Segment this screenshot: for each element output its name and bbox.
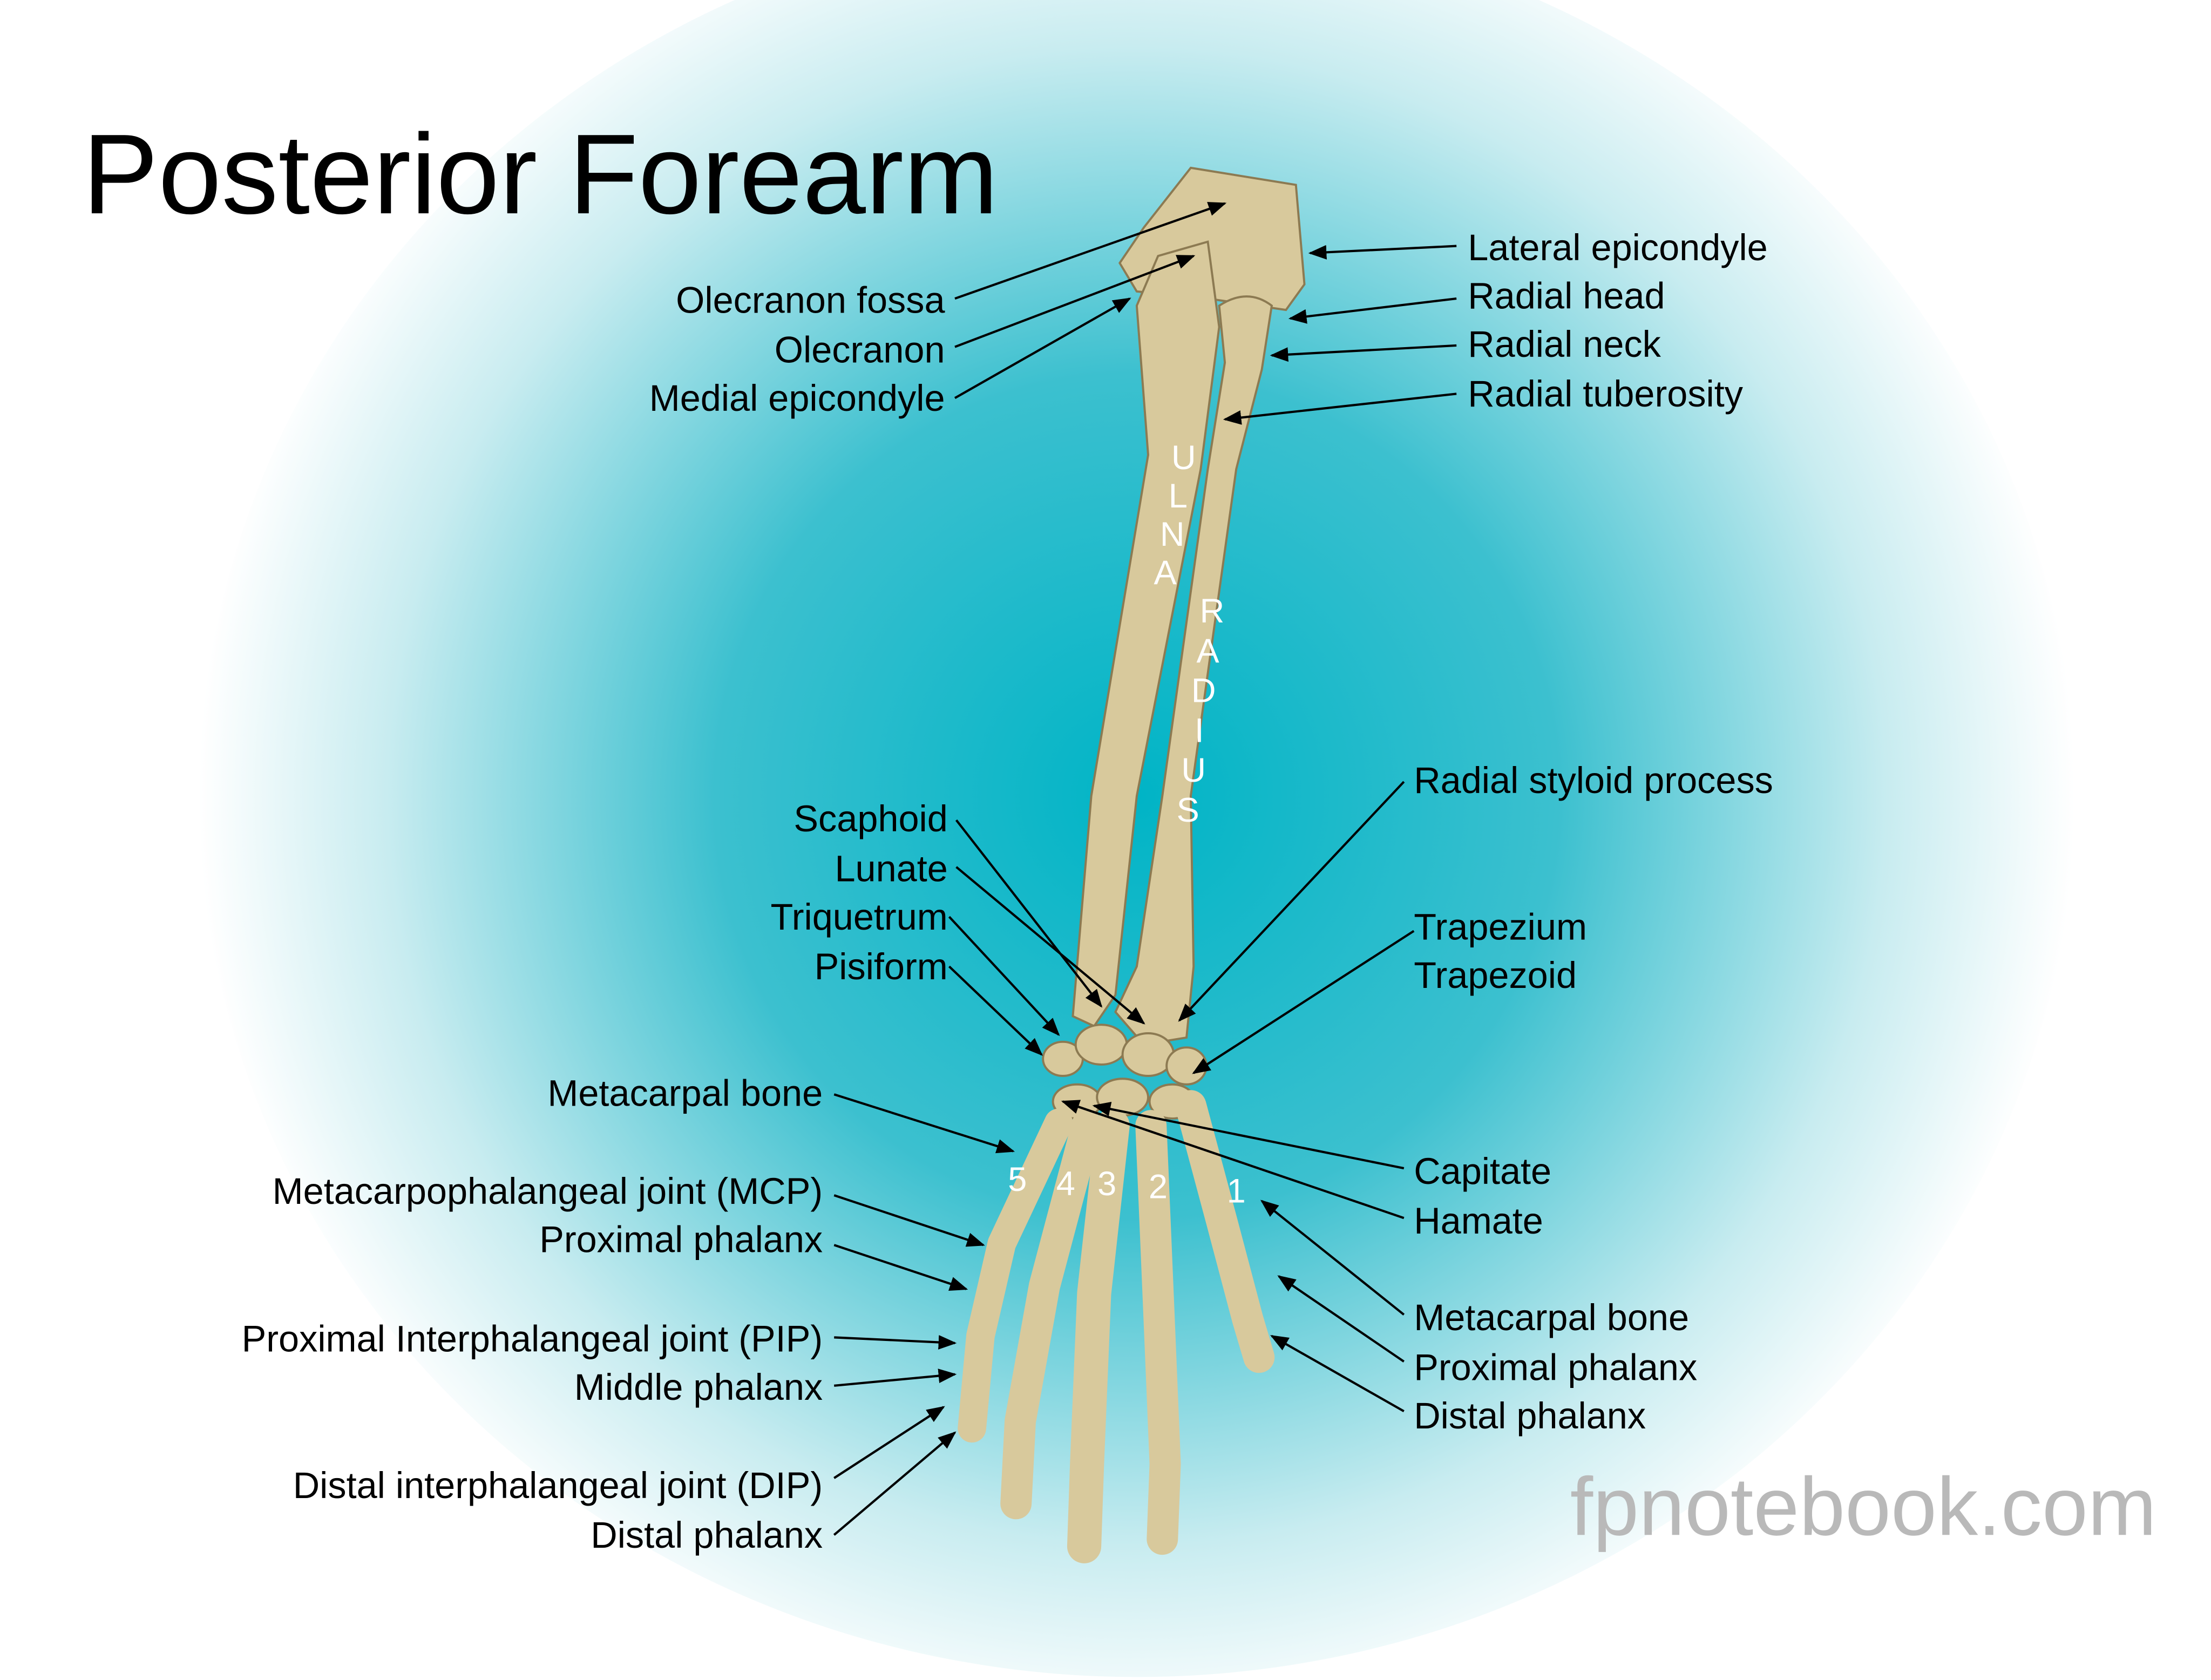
label-radial-tuberosity: Radial tuberosity <box>1468 373 1744 415</box>
label-trapezium: Trapezium <box>1414 906 1587 947</box>
ulna-text: U L N A <box>1154 439 1196 592</box>
svg-text:2: 2 <box>1149 1168 1168 1205</box>
svg-text:L: L <box>1169 477 1188 515</box>
forearm-bones: U L N A R A D I U S 5 4 3 2 1 <box>958 166 1306 1563</box>
label-lateral-epicondyle: Lateral epicondyle <box>1468 227 1768 268</box>
hand-bones <box>958 1090 1275 1563</box>
label-mcp: Metacarpophalangeal joint (MCP) <box>273 1170 823 1212</box>
label-metacarpal-bone: Metacarpal bone <box>547 1072 823 1114</box>
label-medial-epicondyle: Medial epicondyle <box>649 377 945 419</box>
label-distal-phalanx-thumb: Distal phalanx <box>1414 1395 1646 1437</box>
label-olecranon-fossa: Olecranon fossa <box>676 279 945 321</box>
label-trapezoid: Trapezoid <box>1414 954 1577 996</box>
label-middle-phalanx: Middle phalanx <box>574 1366 823 1408</box>
svg-text:I: I <box>1195 712 1204 749</box>
svg-text:R: R <box>1200 592 1225 630</box>
svg-text:4: 4 <box>1056 1165 1075 1203</box>
svg-text:5: 5 <box>1008 1161 1027 1198</box>
label-radial-neck: Radial neck <box>1468 323 1661 365</box>
labels-left: Olecranon fossa Olecranon Medial epicond… <box>242 279 948 1556</box>
label-proximal-phalanx: Proximal phalanx <box>539 1218 823 1260</box>
label-pisiform: Pisiform <box>815 946 948 987</box>
leader-arrows <box>833 202 1457 1536</box>
svg-text:A: A <box>1196 632 1219 670</box>
watermark: fpnotebook.com <box>1570 1461 2156 1553</box>
digit-numbers: 5 4 3 2 1 <box>1008 1161 1246 1210</box>
label-pip: Proximal Interphalangeal joint (PIP) <box>242 1318 823 1360</box>
radius <box>1114 295 1273 1046</box>
svg-text:1: 1 <box>1227 1172 1246 1210</box>
label-distal-phalanx: Distal phalanx <box>591 1514 823 1556</box>
label-metacarpal-bone-thumb: Metacarpal bone <box>1414 1297 1689 1338</box>
label-capitate: Capitate <box>1414 1150 1551 1192</box>
background-glow <box>199 0 2074 1677</box>
label-radial-styloid: Radial styloid process <box>1414 760 1773 801</box>
svg-text:D: D <box>1191 672 1216 710</box>
labels-right: Lateral epicondyle Radial head Radial ne… <box>1414 227 1773 1437</box>
label-dip: Distal interphalangeal joint (DIP) <box>293 1465 823 1506</box>
ulna <box>1071 240 1220 1028</box>
label-scaphoid: Scaphoid <box>793 798 947 839</box>
svg-text:N: N <box>1160 516 1185 553</box>
page-title: Posterior Forearm <box>83 110 999 238</box>
label-triquetrum: Triquetrum <box>770 896 947 938</box>
label-hamate: Hamate <box>1414 1200 1543 1242</box>
radius-text: R A D I U S <box>1177 592 1225 829</box>
label-lunate: Lunate <box>835 848 947 889</box>
svg-text:U: U <box>1171 439 1196 477</box>
label-olecranon: Olecranon <box>775 329 945 371</box>
svg-text:3: 3 <box>1097 1165 1116 1203</box>
svg-text:S: S <box>1177 791 1199 829</box>
label-proximal-phalanx-thumb: Proximal phalanx <box>1414 1346 1697 1388</box>
svg-text:A: A <box>1154 554 1176 592</box>
svg-text:U: U <box>1181 751 1206 789</box>
label-radial-head: Radial head <box>1468 275 1665 316</box>
